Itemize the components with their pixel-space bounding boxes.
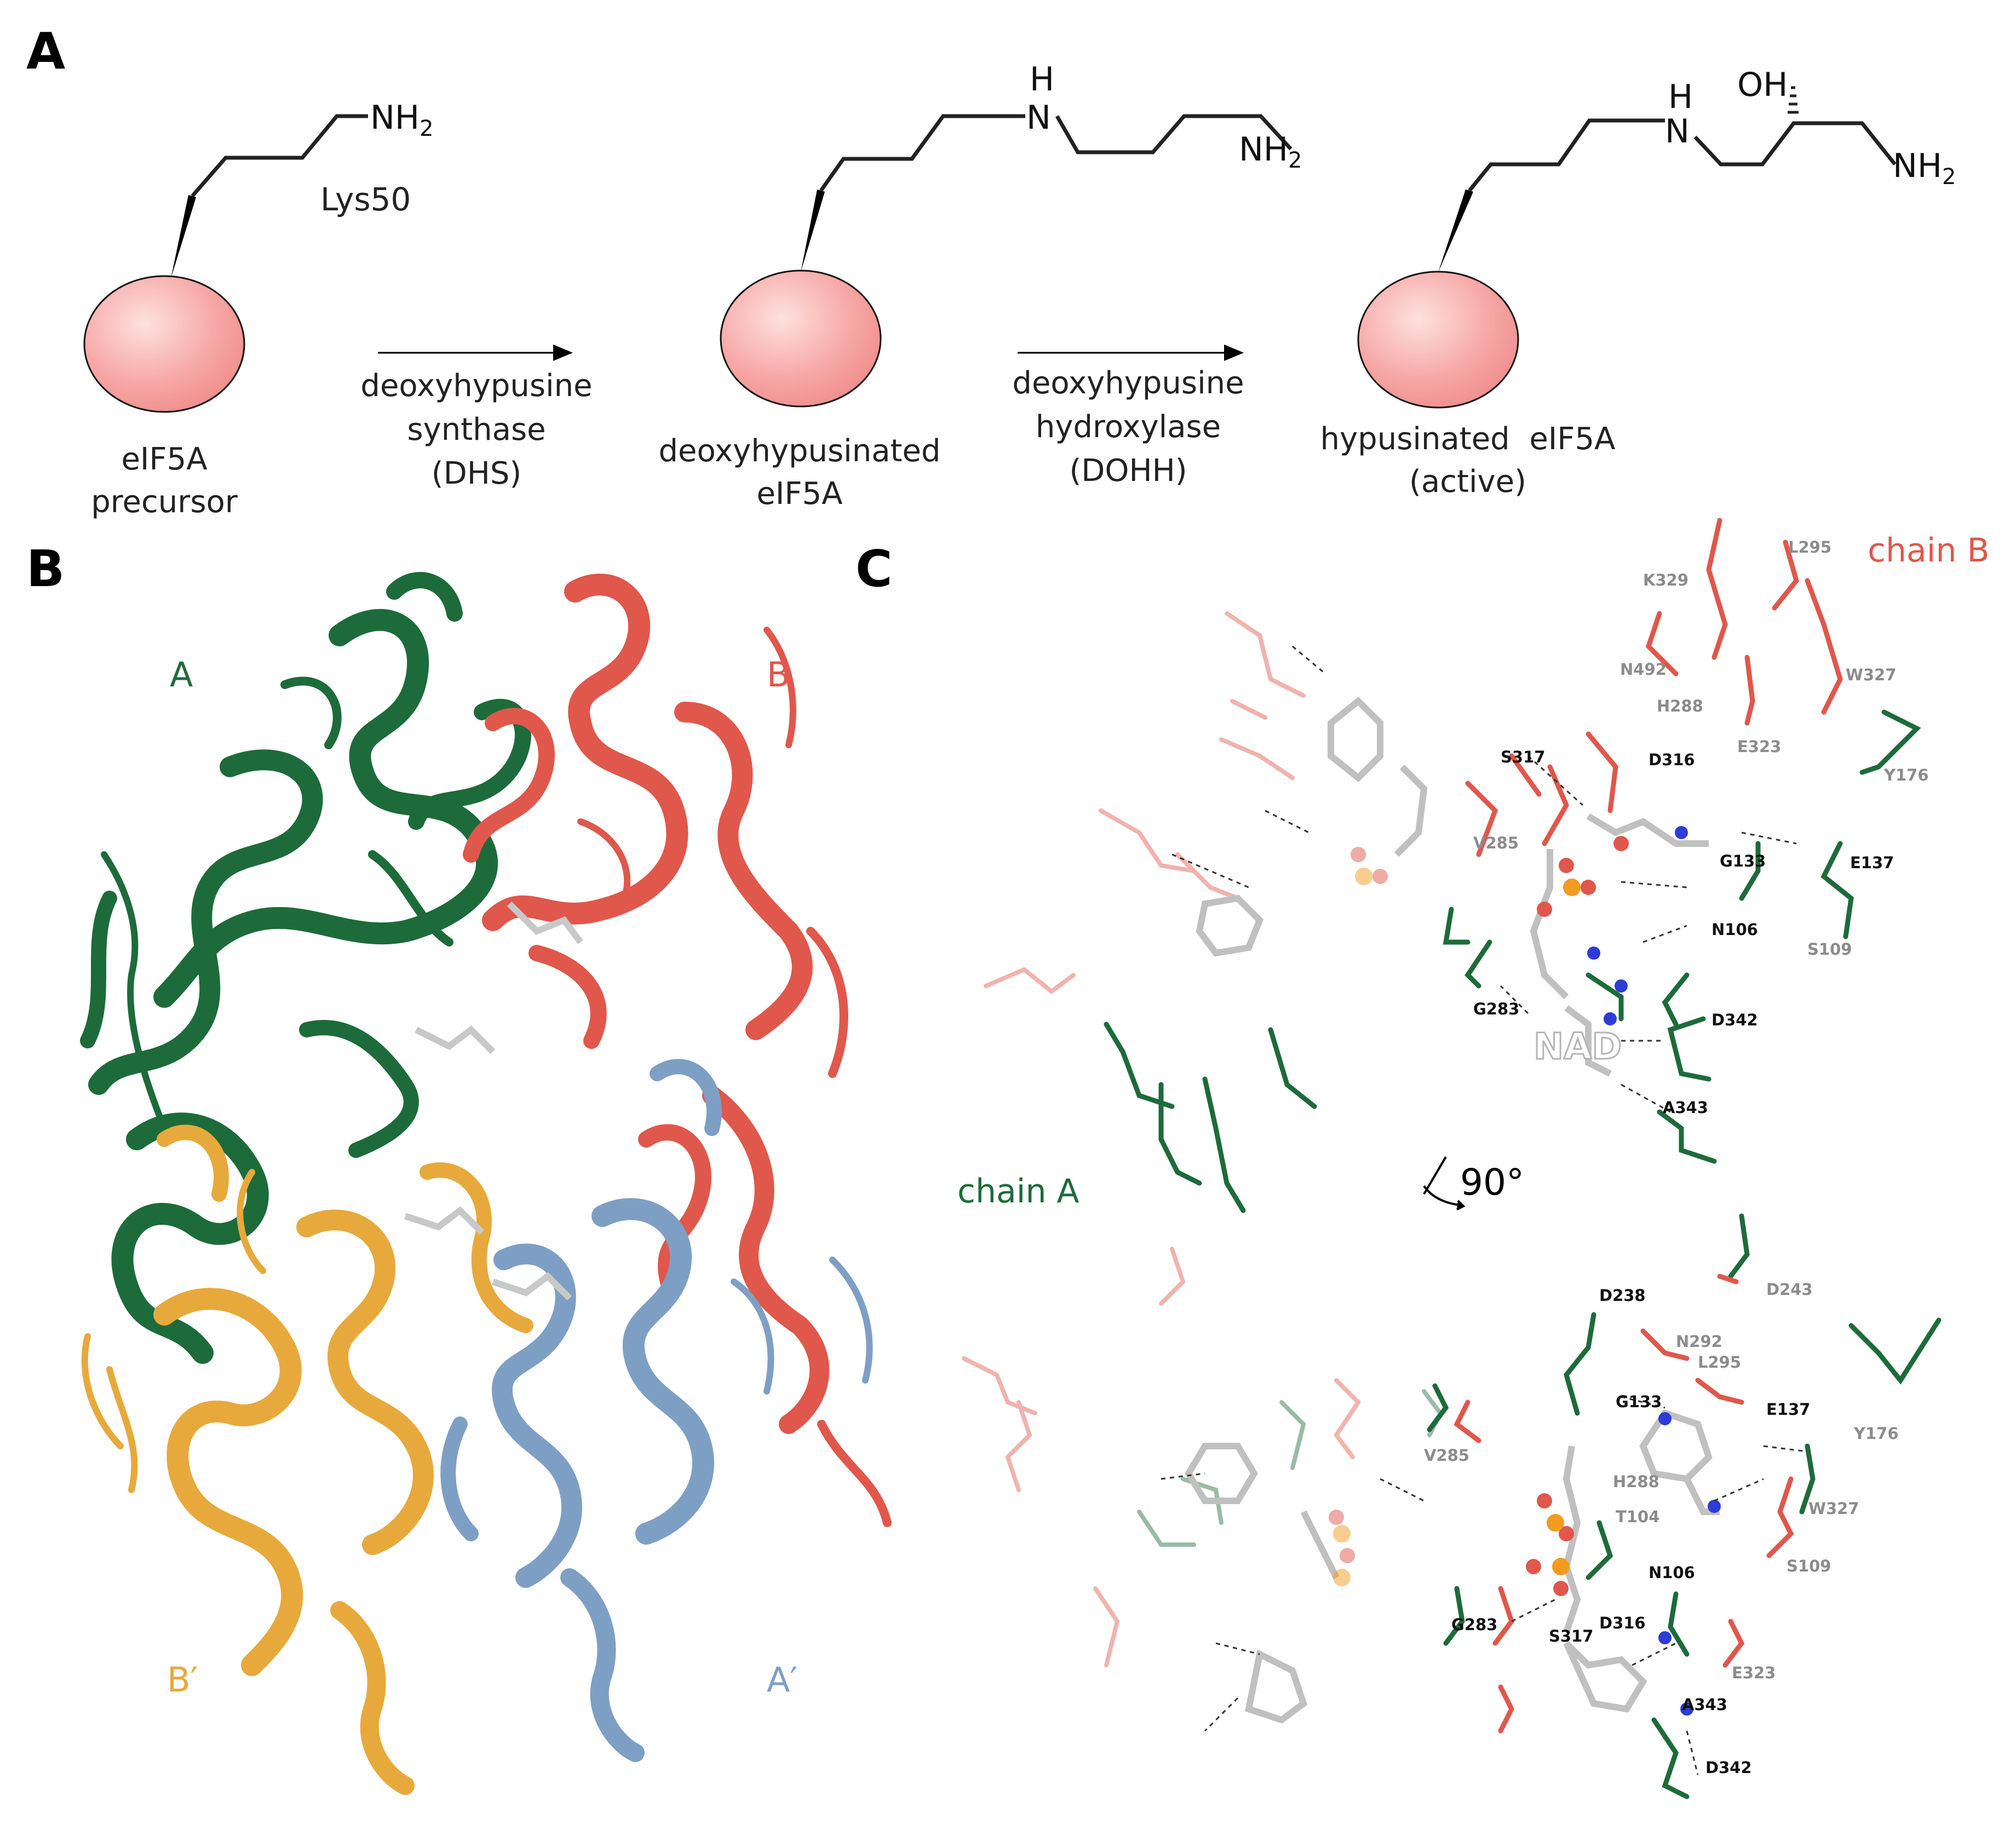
wedge-bond-3 [1438,190,1473,272]
panel-label-b: B [26,540,65,598]
n-label-2: N [1026,99,1051,137]
bottom-residue-w327: W327 [1808,1499,1859,1518]
bottom-residue-n106: N106 [1649,1563,1695,1582]
chain-label-aprime: A′ [767,1660,798,1700]
wedge-bond-1 [171,195,196,278]
top-nad-phosphates [1351,836,1629,917]
bottom-residue-s317: S317 [1549,1627,1594,1645]
lys-chain-2 [819,114,1025,192]
bottom-residue-a343: A343 [1682,1695,1727,1714]
nad-ligands-b [404,901,583,1301]
eif5a-sphere-2 [720,269,882,408]
top-residue-d342: D342 [1711,1011,1758,1029]
top-residue-y176: Y176 [1884,766,1929,784]
stage3-label: hypusinated eIF5A(active) [1320,421,1616,500]
bottom-residue-e323: E323 [1732,1664,1776,1682]
bottom-faded-sticks [962,1247,1443,1667]
top-residue-s109: S109 [1807,940,1852,959]
chain-b-title: chain B [1868,531,1990,570]
top-green-sticks [1104,709,1921,1213]
h-label-2: H [1030,60,1055,99]
bottom-residue-l295: L295 [1698,1353,1742,1372]
bottom-hbond-dashes [1161,1396,1808,1775]
eif5a-sphere-1 [83,275,245,413]
n-label-3: N [1665,112,1690,151]
top-residue-w327: W327 [1846,666,1897,684]
bottom-residue-v285: V285 [1424,1446,1469,1465]
chain-a-title: chain A [957,1172,1079,1211]
bottom-residue-d316: D316 [1599,1614,1646,1632]
top-faded-sticks [984,611,1306,995]
nad-label: NAD [1532,1025,1622,1069]
bottom-residue-n292: N292 [1676,1332,1722,1351]
chain-bprime-ribbon [81,1125,533,1795]
top-nad-ligand [1196,696,1709,1077]
rotation-label: 90° [1460,1161,1524,1203]
amine-label-2: NH2 [1239,130,1302,173]
top-residue-n106: N106 [1711,920,1758,939]
panel-a-scheme [83,86,1897,413]
top-residue-k329: K329 [1643,571,1689,589]
bottom-red-sticks [1454,1274,1794,1734]
bottom-residue-h288: H288 [1613,1472,1659,1491]
bottom-residue-y176: Y176 [1854,1424,1899,1443]
top-residue-l295: L295 [1788,538,1832,557]
bottom-residue-d243: D243 [1766,1280,1813,1299]
top-nitrogen-atoms [1587,826,1688,1025]
top-residue-g133: G133 [1720,852,1766,870]
top-residue-v285: V285 [1473,834,1519,852]
chain-aprime-ribbon [440,1059,873,1762]
bottom-nad-ligand [1185,1409,1720,1724]
chain-label-bprime: B′ [167,1660,198,1700]
panel-label-c: C [855,540,893,598]
top-residue-s317: S317 [1501,748,1546,766]
bottom-nad-phosphorus [1333,1514,1570,1586]
bottom-green-sticks [1427,1213,1942,1799]
lys-chain-1 [191,114,368,198]
panel-label-a: A [26,22,66,81]
top-residue-g283: G283 [1473,1000,1520,1018]
oh-label-3: OH [1737,66,1788,104]
bottom-nad-phosphates [1329,1493,1574,1596]
bottom-residue-d342: D342 [1705,1758,1752,1777]
wedge-bond-2 [801,190,825,272]
bottom-nitrogen-atoms [1658,1412,1721,1716]
bottom-residue-g283: G283 [1451,1615,1498,1634]
hashed-bond-icon [1788,86,1799,114]
bottom-residue-e137: E137 [1766,1400,1811,1419]
chain-b-ribbon [463,573,892,1527]
top-nad-phosphorus [1355,868,1581,896]
h-label-3: H [1668,78,1693,116]
bottom-residue-s109: S109 [1787,1557,1831,1575]
eif5a-sphere-3 [1357,271,1519,409]
bottom-residue-t104: T104 [1616,1507,1660,1526]
top-residue-h288: H288 [1657,697,1703,715]
top-residue-e137: E137 [1850,853,1894,872]
chain-label-a: A [170,655,193,695]
hypusine-tail-3 [1693,121,1897,167]
hypusine-tail-2 [1055,114,1293,154]
top-residue-d316: D316 [1649,750,1695,769]
lys50-label: Lys50 [320,181,411,218]
top-hbond-dashes [1171,645,1797,1113]
amine-label-3: NH2 [1893,147,1956,190]
top-residue-e323: E323 [1737,737,1782,756]
bottom-residue-d238: D238 [1599,1286,1646,1305]
bottom-residue-g133: G133 [1616,1392,1662,1411]
lys-chain-3 [1468,118,1665,192]
amine-label-1: NH2 [370,99,434,141]
chain-label-b: B [767,655,790,695]
top-residue-n492: N492 [1620,660,1667,679]
rotation-arrow-icon [1423,1156,1466,1211]
top-residue-a343: A343 [1663,1098,1708,1117]
